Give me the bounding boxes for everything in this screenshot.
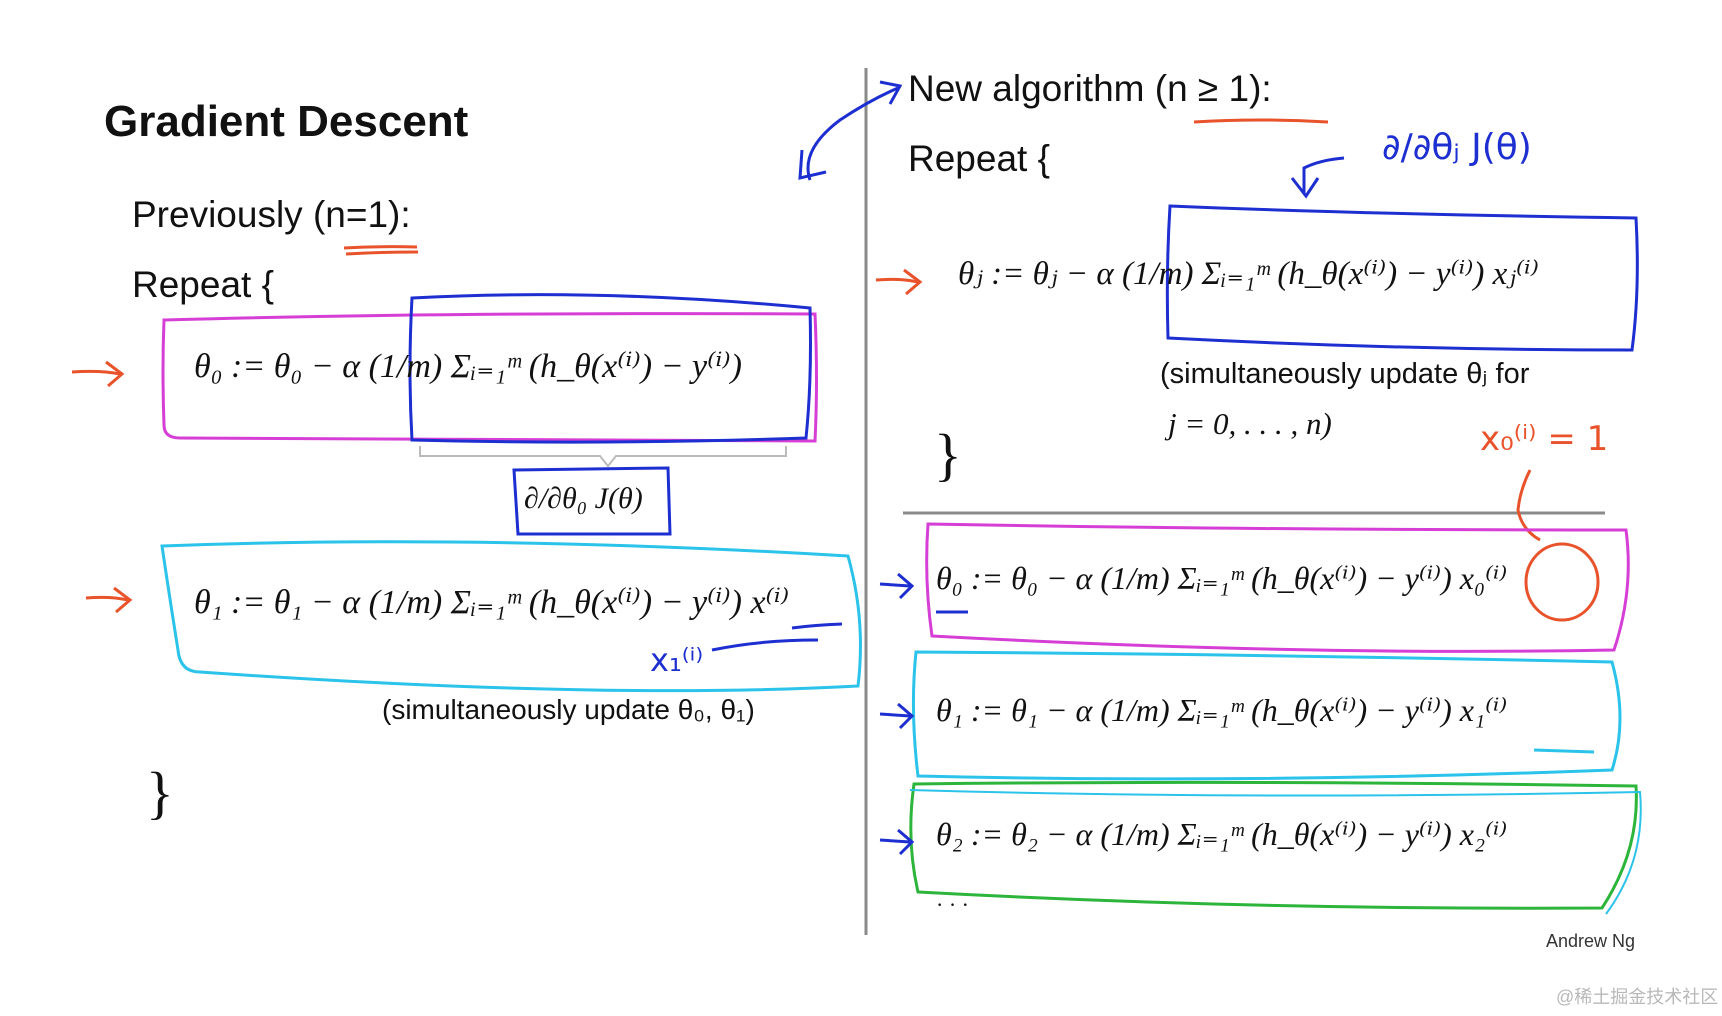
arrow-right-theta2-icon [879, 828, 915, 856]
sum-brace [419, 446, 787, 468]
right-theta2-cyan-outline [909, 789, 1642, 915]
handwritten-derivative: ∂/∂θⱼ J(θ) [1382, 127, 1532, 168]
right-update-theta0: θ₀ := θ₀ − α (1/m) Σᵢ₌₁ᵐ (h_θ(x⁽ⁱ⁾) − y⁽… [936, 560, 1508, 596]
right-repeat-open: Repeat { [908, 138, 1050, 179]
right-theta0-magenta-box [925, 522, 1630, 653]
sum-blue-box [408, 293, 812, 444]
handwritten-x1-label: x₁⁽ⁱ⁾ [650, 641, 704, 679]
right-repeat-close: } [934, 422, 962, 487]
slide-title: Gradient Descent [104, 97, 469, 146]
arrow-theta1-left-icon [85, 586, 133, 614]
x0-circle [1524, 542, 1600, 622]
previously-label: Previously (n=1): [132, 194, 411, 235]
left-repeat-open: Repeat { [132, 264, 274, 305]
right-update-theta1: θ₁ := θ₁ − α (1/m) Σᵢ₌₁ᵐ (h_θ(x⁽ⁱ⁾) − y⁽… [936, 692, 1508, 728]
derivative-blue-box [512, 466, 672, 536]
left-simultaneous-note: (simultaneously update θ₀, θ₁) [382, 694, 755, 725]
arrow-theta0-left-icon [71, 360, 125, 388]
theta-j-blue-box [1165, 204, 1639, 352]
left-update-theta1: θ₁ := θ₁ − α (1/m) Σᵢ₌₁ᵐ (h_θ(x⁽ⁱ⁾) − y⁽… [194, 584, 790, 621]
x0-connector-ink [1516, 469, 1541, 542]
right-simultaneous-note-line2: j = 0, . . . , n) [1168, 406, 1332, 441]
new-algorithm-arrow-icon [798, 80, 903, 181]
x-superscript-underline [711, 622, 843, 652]
underline-n-ge-1-ink [1193, 118, 1329, 124]
right-update-theta-j: θⱼ := θⱼ − α (1/m) Σᵢ₌₁ᵐ (h_θ(x⁽ⁱ⁾) − y⁽… [958, 256, 1539, 292]
author-credit: Andrew Ng [1546, 931, 1636, 951]
derivative-label: ∂/∂θ₀ J(θ) [524, 482, 643, 515]
right-simultaneous-note-line1: (simultaneously update θⱼ for [1160, 358, 1530, 390]
arrow-theta-j-icon [875, 268, 923, 296]
arrow-right-theta1-icon [879, 702, 915, 730]
left-update-theta0: θ₀ := θ₀ − α (1/m) Σᵢ₌₁ᵐ (h_θ(x⁽ⁱ⁾) − y⁽… [194, 348, 742, 385]
right-theta1-cyan-box [911, 650, 1622, 781]
right-update-theta2: θ₂ := θ₂ − α (1/m) Σᵢ₌₁ᵐ (h_θ(x⁽ⁱ⁾) − y⁽… [936, 816, 1508, 852]
new-algorithm-label: New algorithm (n ≥ 1): [908, 68, 1272, 109]
right-ellipsis: · · · [936, 892, 969, 917]
underline-n1-ink [343, 245, 419, 256]
left-repeat-close: } [146, 760, 174, 825]
watermark: @稀土掘金技术社区 [1556, 987, 1719, 1007]
theta1-cyan-box [160, 540, 862, 693]
handwritten-x0-equals-1: x₀⁽ⁱ⁾ = 1 [1480, 419, 1609, 459]
x1-underline [1533, 748, 1595, 754]
right-theta2-green-box [909, 780, 1638, 910]
handwritten-derivative-arrow-icon [1290, 156, 1345, 199]
arrow-right-theta0-icon [879, 572, 915, 600]
